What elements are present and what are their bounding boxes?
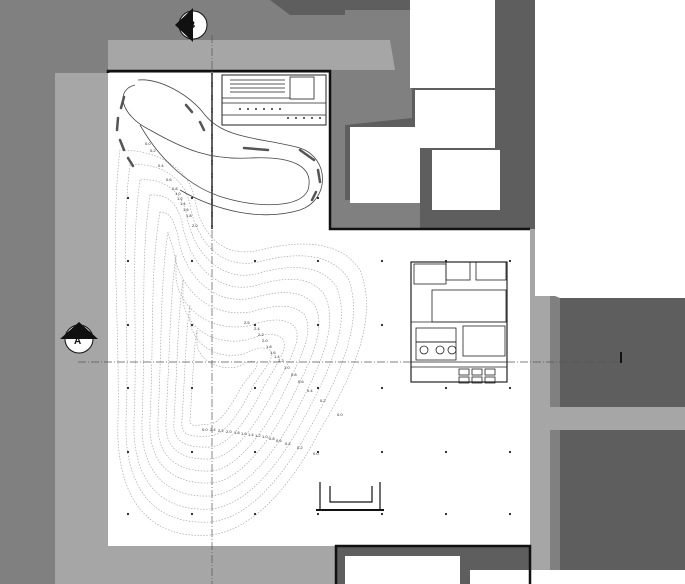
contour-label: 2.4 xyxy=(254,326,260,331)
contour-label: 1.8 xyxy=(234,430,240,435)
contour-label: 1.2 xyxy=(255,433,261,438)
building-ne-1 xyxy=(410,0,495,88)
contour-label: 2.4 xyxy=(210,427,216,432)
contour-label: 0.8 xyxy=(172,186,178,191)
building-ne-2 xyxy=(415,90,495,148)
contour-label: 1.2 xyxy=(177,196,183,201)
contour-label: 1.8 xyxy=(186,213,192,218)
building-south-2 xyxy=(470,570,685,584)
contour-label: 0.2 xyxy=(150,148,156,153)
contour-label: 1.2 xyxy=(278,358,284,363)
north-street xyxy=(108,40,395,73)
east-block-dark-1 xyxy=(560,298,685,407)
contour-label: 2.2 xyxy=(218,428,224,433)
contour-label: 0.4 xyxy=(158,163,164,168)
building-ne-4 xyxy=(432,150,500,210)
north-pavilion-building xyxy=(221,74,327,126)
contour-labels-upper: 0.0 0.2 0.4 0.6 0.8 1.0 1.2 1.4 1.6 1.8 … xyxy=(145,141,198,228)
contour-label: 0.8 xyxy=(269,436,275,441)
east-block-dark-2 xyxy=(560,430,685,584)
contour-label: 0.6 xyxy=(276,438,282,443)
contour-label: 1.6 xyxy=(270,350,276,355)
contour-label: 2.0 xyxy=(262,338,268,343)
contour-label: 2.0 xyxy=(226,429,232,434)
contour-labels-lower: 0.0 2.4 2.2 2.0 1.8 1.6 1.4 1.2 1.0 0.8 … xyxy=(202,427,319,456)
contour-label: 1.6 xyxy=(241,431,247,436)
contour-label: 1.0 xyxy=(284,365,290,370)
site-boundary-south xyxy=(334,544,532,584)
contour-label: 1.4 xyxy=(274,354,280,359)
east-building-plan xyxy=(410,261,508,384)
contour-label: 0.4 xyxy=(285,441,291,446)
contour-label: 0.2 xyxy=(320,398,326,403)
contour-label: 0.6 xyxy=(298,379,304,384)
contour-label: 0.0 xyxy=(145,141,151,146)
section-marker-a[interactable]: A xyxy=(60,322,98,354)
contour-lines xyxy=(115,149,367,536)
curved-pavilion xyxy=(115,79,323,216)
contour-label: 0.2 xyxy=(297,445,303,450)
contour-label: 2.5 xyxy=(244,320,250,325)
building-east xyxy=(535,0,685,298)
contour-label: 0.0 xyxy=(337,412,343,417)
section-marker-b-label: B xyxy=(188,20,195,31)
section-marker-a-label: A xyxy=(74,336,81,347)
contour-label: 2.2 xyxy=(258,332,264,337)
contour-label: 1.0 xyxy=(175,191,181,196)
contour-label: 1.6 xyxy=(183,207,189,212)
lighting-grid xyxy=(126,196,512,516)
south-shelter xyxy=(316,482,384,511)
contour-label: 0.4 xyxy=(307,388,313,393)
plaza xyxy=(108,73,530,546)
pavilion-seating xyxy=(239,108,321,119)
section-marker-b[interactable]: B xyxy=(175,8,208,42)
south-street xyxy=(108,546,336,584)
building-south-1 xyxy=(345,556,460,584)
east-crossing xyxy=(550,407,685,430)
building-ne-3 xyxy=(350,127,420,203)
site-boundary-north xyxy=(106,69,530,231)
east-street xyxy=(530,229,550,584)
contour-label: 0.6 xyxy=(166,177,172,182)
contour-label: 1.0 xyxy=(262,434,268,439)
contour-label: 0.0 xyxy=(313,451,319,456)
contour-labels-middle: 2.5 2.4 2.2 2.0 1.8 1.6 1.4 1.2 1.0 0.8 … xyxy=(244,320,343,417)
contour-label: 1.8 xyxy=(266,344,272,349)
contour-label: 1.4 xyxy=(180,201,186,206)
contour-label: 0.8 xyxy=(291,372,297,377)
contour-label: 0.0 xyxy=(202,427,208,432)
contour-label: 2.0 xyxy=(192,223,198,228)
contour-label: 1.4 xyxy=(248,432,254,437)
north-block-dark xyxy=(270,0,410,15)
